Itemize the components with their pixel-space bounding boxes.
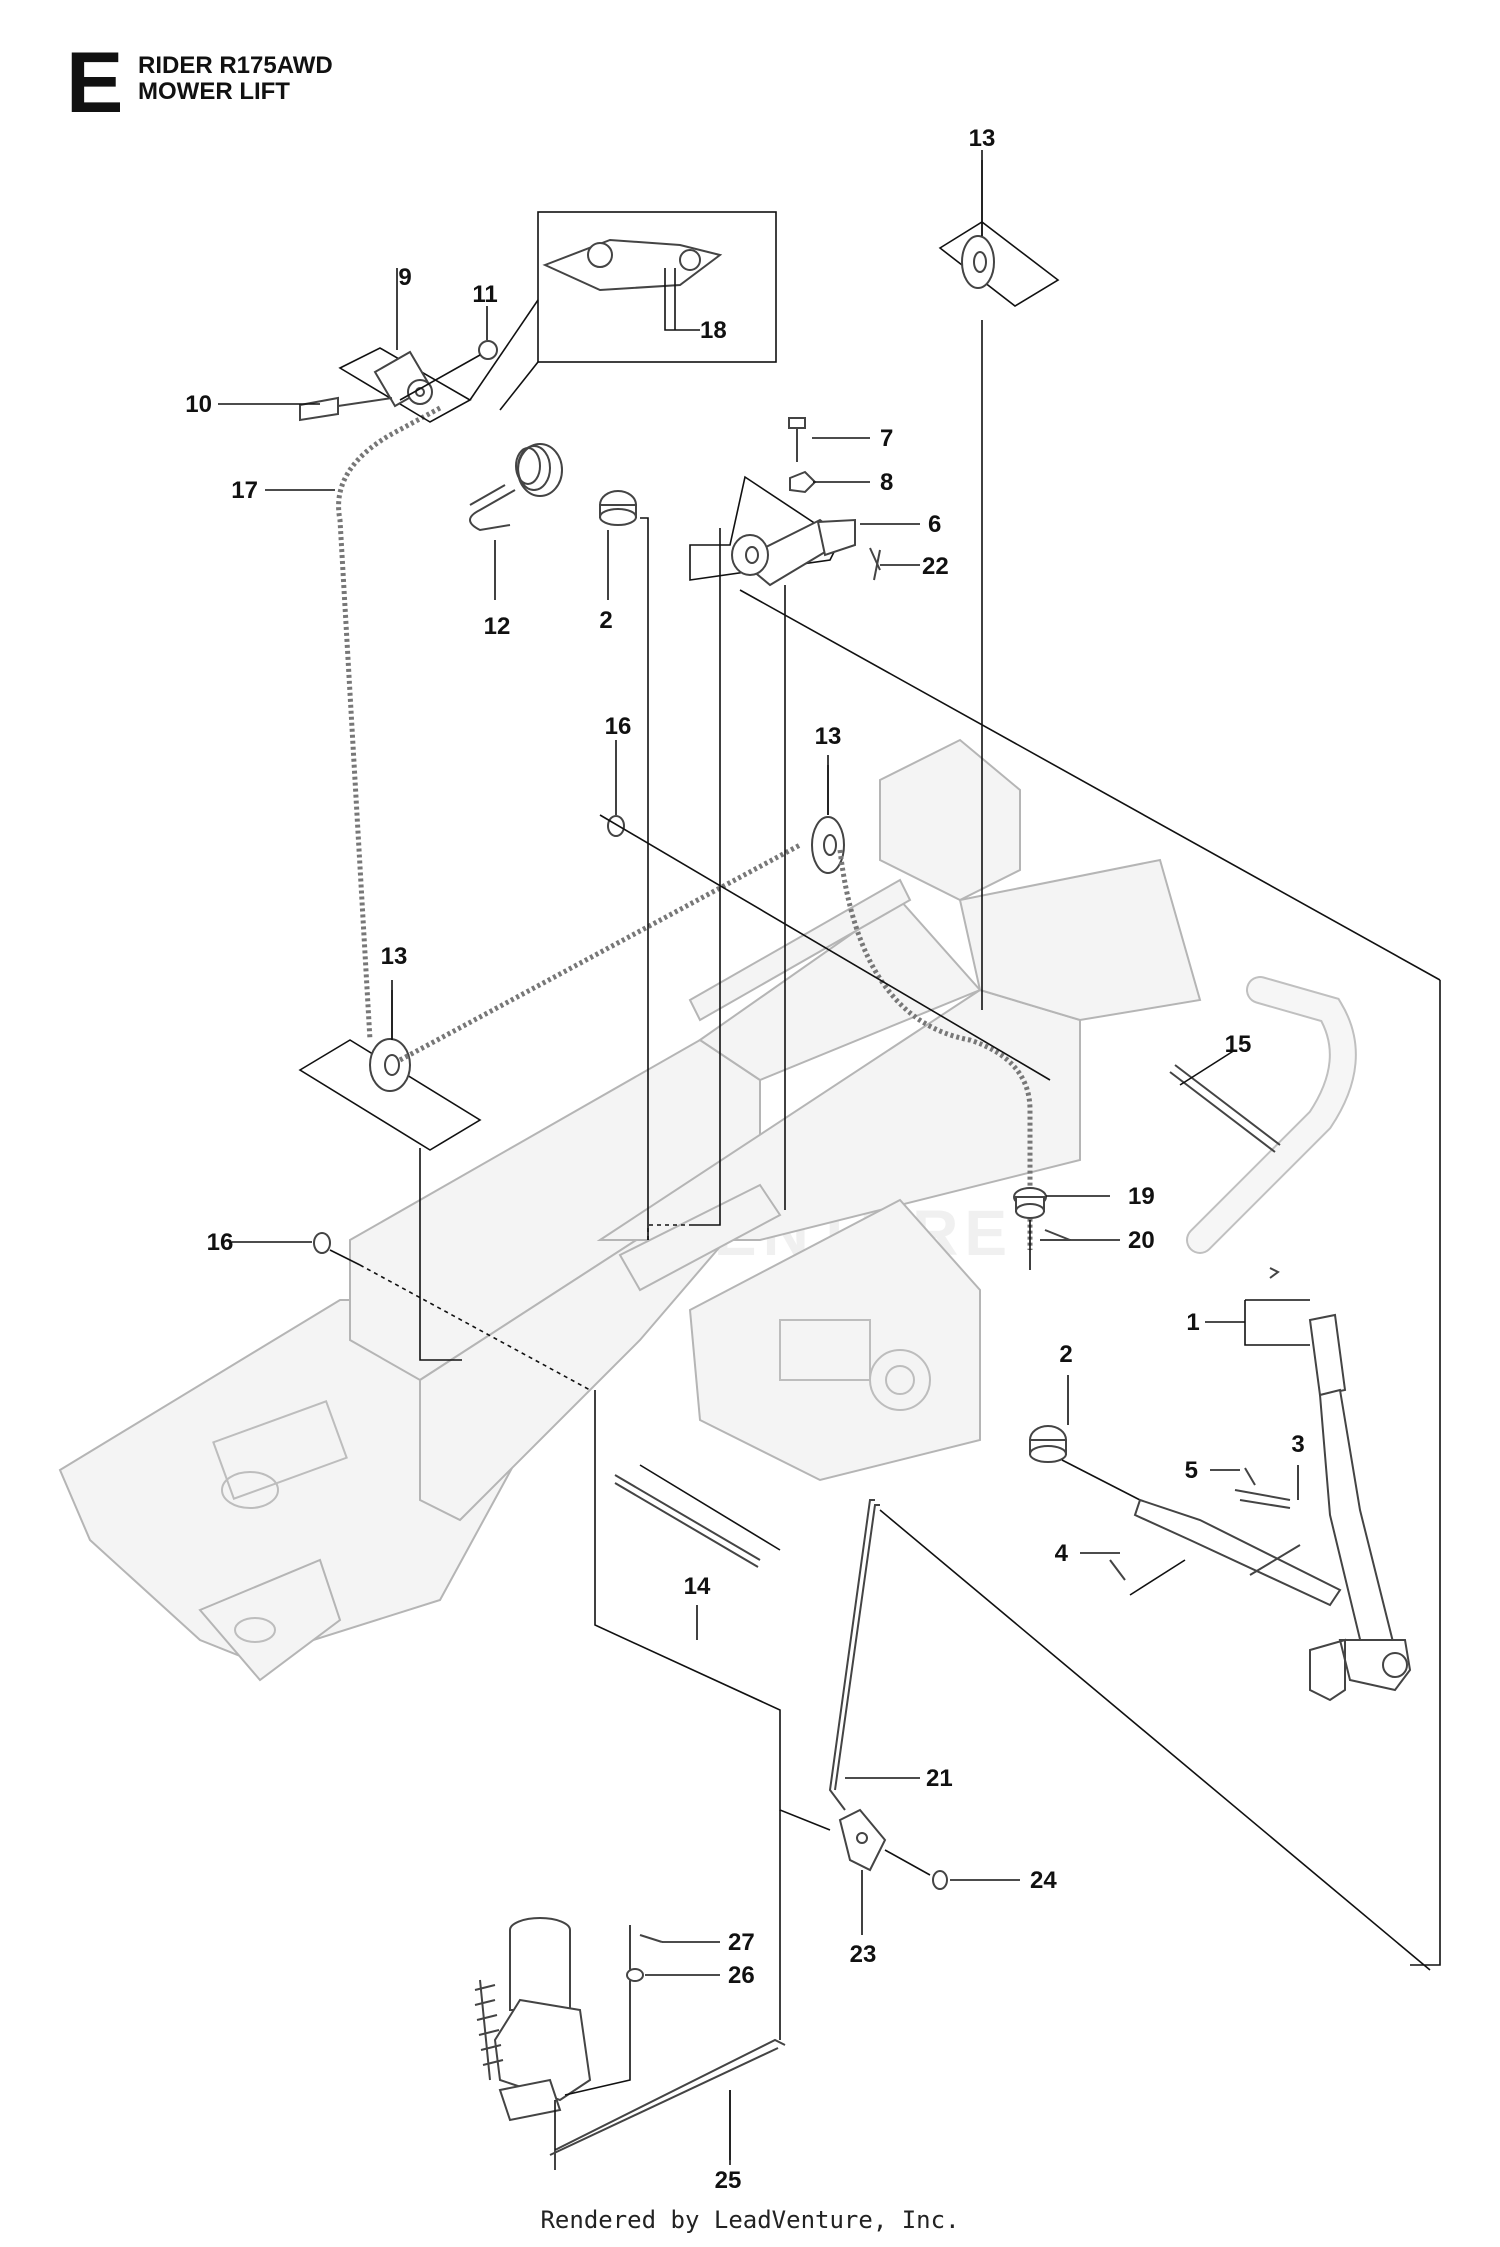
sprocket-top — [938, 160, 1060, 1010]
group-title: MOWER LIFT — [138, 78, 290, 105]
bushing-19 — [1013, 1187, 1071, 1270]
inset-detail — [469, 211, 777, 411]
callout-6: 6 — [928, 511, 941, 538]
lift-lever — [1244, 1267, 1412, 1702]
rod-15 — [1169, 1049, 1281, 1153]
rod-25 — [549, 1810, 786, 2170]
rod-21 — [828, 1499, 1431, 1971]
idler-bracket — [299, 340, 498, 423]
callout-23: 23 — [850, 1941, 877, 1968]
callout-22: 22 — [922, 553, 949, 580]
callout-20: 20 — [1128, 1227, 1155, 1254]
callout-1: 1 — [1186, 1309, 1199, 1336]
model-title: RIDER R175AWD — [138, 52, 333, 79]
bracket-23 — [838, 1808, 948, 1890]
callout-2-lower: 2 — [1059, 1341, 1072, 1368]
callout-3: 3 — [1291, 1431, 1304, 1458]
callout-13-center: 13 — [815, 723, 842, 750]
pedal-bracket — [474, 1917, 663, 2150]
bolt-7 — [788, 417, 817, 494]
callout-19: 19 — [1128, 1183, 1155, 1210]
lift-shaft — [1109, 1467, 1342, 1607]
callout-5: 5 — [1185, 1457, 1198, 1484]
callout-14: 14 — [684, 1573, 711, 1600]
callout-17: 17 — [231, 477, 258, 504]
bushing-lower — [1029, 1425, 1141, 1501]
callout-9: 9 — [398, 264, 411, 291]
clip-16-left — [313, 1232, 591, 1391]
callout-13-left: 13 — [381, 943, 408, 970]
footer-credit: Rendered by LeadVenture, Inc. — [540, 2206, 960, 2234]
callout-18: 18 — [700, 317, 727, 344]
callout-4: 4 — [1055, 1540, 1069, 1567]
bushing-top — [599, 490, 690, 1240]
callout-21: 21 — [926, 1765, 953, 1792]
callout-10: 10 — [185, 391, 212, 418]
rod-14 — [594, 1390, 831, 1831]
callout-16-top: 16 — [605, 713, 632, 740]
callout-24: 24 — [1030, 1867, 1057, 1894]
section-letter: E — [66, 35, 124, 131]
callout-7: 7 — [880, 425, 893, 452]
callout-26: 26 — [728, 1962, 755, 1989]
callout-labels: 13 18 9 11 10 17 12 2 7 8 6 22 16 13 13 … — [185, 125, 1304, 2194]
callout-8: 8 — [880, 469, 893, 496]
chain — [336, 405, 1033, 1250]
sprocket-left — [298, 990, 482, 1361]
chassis-frame — [58, 738, 1357, 1682]
callout-25: 25 — [715, 2167, 742, 2194]
callout-12: 12 — [484, 613, 511, 640]
lift-arm — [689, 475, 1441, 1966]
callout-leaders — [218, 150, 1299, 2160]
callout-13-top: 13 — [969, 125, 996, 152]
callout-16-left: 16 — [207, 1229, 234, 1256]
clip-16-top — [599, 814, 1051, 1081]
cotter-pin-22 — [869, 547, 881, 581]
torsion-spring — [469, 443, 563, 532]
callout-11: 11 — [472, 281, 497, 308]
callout-15: 15 — [1225, 1031, 1252, 1058]
callout-27: 27 — [728, 1929, 755, 1956]
callout-2-top: 2 — [599, 607, 612, 634]
